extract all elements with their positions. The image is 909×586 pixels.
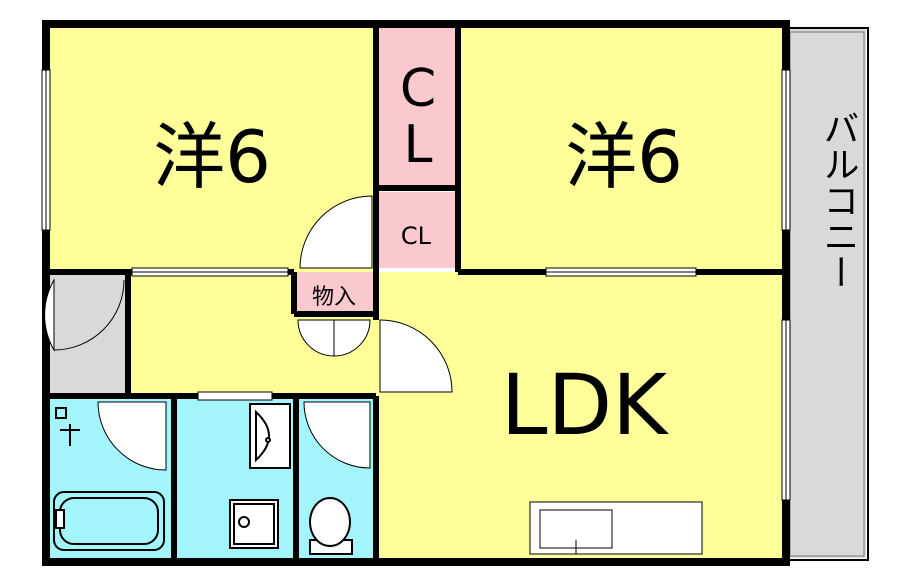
entrance-door-swing-top [44,278,55,352]
bathtub [53,491,165,551]
toilet-icon [309,497,353,555]
exterior-walls [42,20,790,566]
storage-door-swing-right [333,319,371,357]
west-bedroom-label: 洋6 [153,115,271,199]
faucet-icon [55,407,80,446]
balcony-floor [786,28,866,558]
big-closet-label-top: C [400,59,436,119]
small-closet-floor [376,192,458,268]
balcony-label: バルコニー [818,110,859,290]
bathroom-door-swing [97,401,167,471]
ldk-door-swing [379,319,453,393]
storage-floor [294,272,376,314]
kitchen-counter [529,501,703,555]
big-closet-floor [376,28,458,188]
east-bedroom-floor [458,28,786,272]
big-closet-label-bottom: L [404,115,433,175]
washing-machine-icon [229,499,279,549]
door-swings [44,195,453,471]
west-bedroom-door-swing [299,195,373,269]
windows [41,69,791,501]
storage-label: 物入 [312,285,356,310]
east-bedroom-label: 洋6 [565,115,683,199]
ldk-label: LDK [501,356,669,454]
washbasin-icon [249,403,291,469]
toilet-door-swing [303,401,371,469]
small-closet-label: CL [401,222,432,250]
entrance-floor [46,272,128,394]
